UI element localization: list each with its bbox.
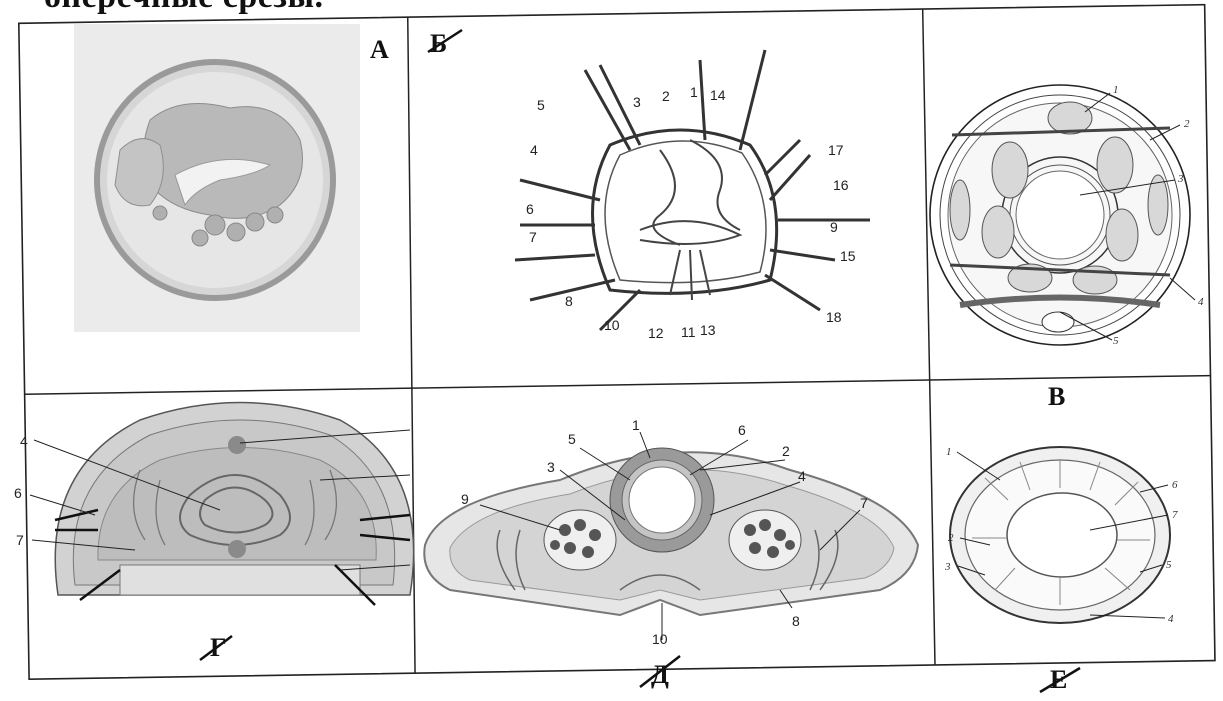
- label-d-4: 4: [798, 468, 806, 484]
- label-g-6: 6: [14, 485, 22, 501]
- label-e-6: 6: [1172, 479, 1178, 491]
- panel-e: 1 6 7 2 5 3 4 Е: [944, 446, 1178, 694]
- label-v-3: 3: [1177, 173, 1184, 185]
- label-d-2: 2: [782, 443, 790, 459]
- label-b-5: 5: [537, 97, 545, 113]
- label-e-2: 2: [948, 532, 954, 544]
- label-b-7: 7: [529, 229, 537, 245]
- panel-v: 1 2 3 4 5 В: [930, 84, 1204, 411]
- label-b-12: 12: [648, 325, 664, 341]
- panel-b-letter: Б: [430, 29, 447, 58]
- label-v-1: 1: [1113, 84, 1119, 96]
- panel-a-letter: А: [370, 35, 389, 64]
- panel-d: 1 6 5 2 3 4 9 7 8 10 Д: [424, 417, 918, 689]
- label-d-1: 1: [632, 417, 640, 433]
- label-b-13: 13: [700, 322, 716, 338]
- label-d-7: 7: [860, 495, 868, 511]
- label-b-4: 4: [530, 142, 538, 158]
- label-b-18: 18: [826, 309, 842, 325]
- label-d-10: 10: [652, 631, 668, 647]
- label-e-5: 5: [1166, 559, 1172, 571]
- panel-g: 4 6 7 Г: [14, 403, 414, 663]
- label-b-3: 3: [633, 94, 641, 110]
- label-g-7: 7: [16, 532, 24, 548]
- label-v-2: 2: [1184, 118, 1190, 130]
- label-d-9: 9: [461, 491, 469, 507]
- label-e-7: 7: [1172, 509, 1178, 521]
- panel-d-letter: Д: [651, 660, 669, 689]
- label-b-11: 11: [681, 324, 696, 340]
- label-d-8: 8: [792, 613, 800, 629]
- label-b-9: 9: [830, 219, 838, 235]
- label-b-15: 15: [840, 248, 856, 264]
- label-b-10: 10: [604, 317, 620, 333]
- label-b-2: 2: [662, 88, 670, 104]
- label-b-1: 1: [690, 84, 698, 100]
- label-b-14: 14: [710, 87, 726, 103]
- panel-v-letter: В: [1048, 382, 1065, 411]
- label-b-6: 6: [526, 201, 534, 217]
- label-e-3: 3: [944, 561, 951, 573]
- label-b-8: 8: [565, 293, 573, 309]
- label-v-5: 5: [1113, 335, 1119, 347]
- label-e-1: 1: [946, 446, 952, 458]
- panel-b: Б 5 4 6 7 8 10 12 11: [428, 29, 870, 341]
- label-g-4: 4: [20, 433, 28, 449]
- panel-a: А: [74, 24, 389, 332]
- label-d-5: 5: [568, 431, 576, 447]
- label-e-4: 4: [1168, 613, 1174, 625]
- label-d-3: 3: [547, 459, 555, 475]
- label-d-6: 6: [738, 422, 746, 438]
- label-b-17: 17: [828, 142, 844, 158]
- label-b-16: 16: [833, 177, 849, 193]
- label-v-4: 4: [1198, 296, 1204, 308]
